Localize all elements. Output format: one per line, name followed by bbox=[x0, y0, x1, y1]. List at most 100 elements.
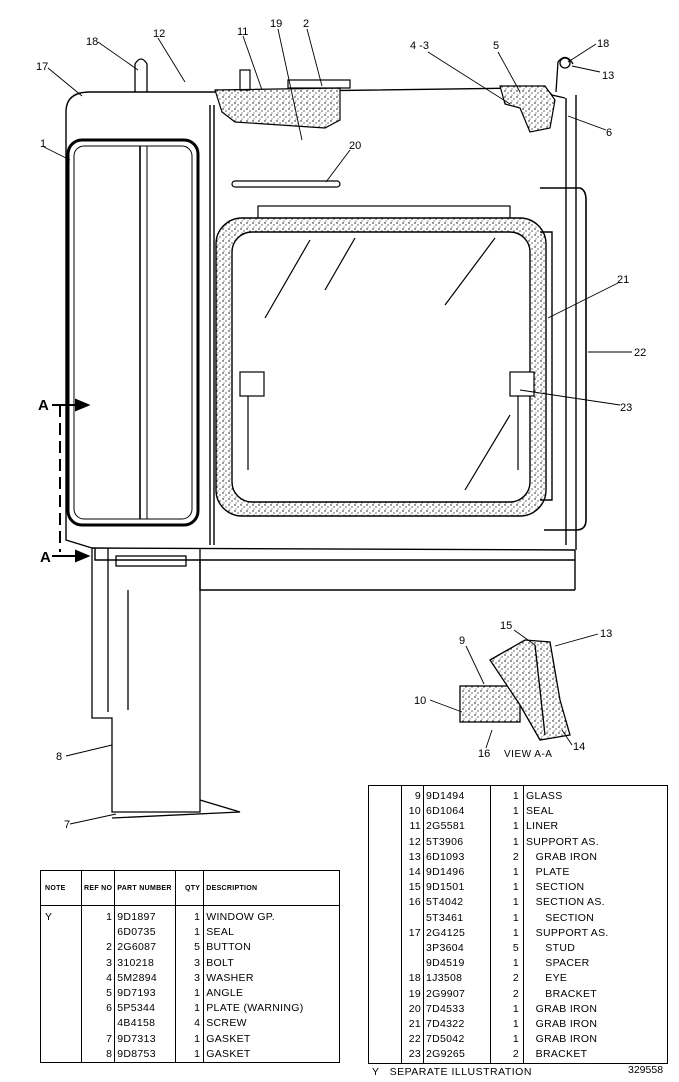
roof-plate bbox=[287, 79, 351, 89]
separate-illustration-note: Y SEPARATE ILLUSTRATION bbox=[372, 1066, 532, 1078]
callout-1: 1 bbox=[40, 138, 46, 150]
section-line-a-a bbox=[52, 398, 91, 563]
cell-qty: 1 bbox=[490, 880, 524, 896]
callout-2: 2 bbox=[303, 18, 309, 30]
cell-note bbox=[368, 849, 402, 866]
cell-ref bbox=[401, 941, 424, 957]
callout-6: 6 bbox=[606, 127, 612, 139]
cell-desc: WINDOW GP. bbox=[203, 905, 340, 926]
callout-20: 20 bbox=[349, 140, 361, 152]
cell-qty: 3 bbox=[175, 955, 205, 971]
callout-8: 8 bbox=[56, 751, 62, 763]
cell-ref: 7 bbox=[80, 1031, 116, 1047]
cell-part: 9D1897 bbox=[114, 905, 177, 926]
grab-iron-21 bbox=[540, 231, 553, 501]
cell-ref: 3 bbox=[80, 955, 116, 971]
cell-ref: 18 bbox=[401, 971, 424, 987]
cell-qty: 1 bbox=[490, 956, 524, 972]
cell-desc: GLASS bbox=[523, 785, 668, 805]
cell-ref bbox=[80, 1016, 116, 1032]
callout-23: 23 bbox=[620, 402, 632, 414]
cell-desc: SPACER bbox=[523, 956, 668, 972]
cell-part: 2G4125 bbox=[423, 925, 491, 942]
callout-9: 9 bbox=[459, 635, 465, 647]
cell-qty: 1 bbox=[490, 804, 524, 820]
cell-note bbox=[368, 1017, 402, 1033]
cell-ref: 13 bbox=[401, 849, 424, 866]
cell-note bbox=[368, 895, 402, 911]
cell-desc: GRAB IRON bbox=[523, 1032, 668, 1048]
cell-desc: BUTTON bbox=[203, 940, 340, 956]
parts-list-left: NOTE REF NO PART NUMBER QTY DESCRIPTION … bbox=[40, 870, 340, 1064]
cell-desc: LINER bbox=[523, 819, 668, 835]
callout-21: 21 bbox=[617, 274, 629, 286]
cell-part: 9D7313 bbox=[114, 1031, 177, 1047]
cell-qty: 4 bbox=[175, 1016, 205, 1032]
cell-desc: SUPPORT AS. bbox=[523, 925, 668, 942]
cell-qty: 2 bbox=[490, 1047, 524, 1064]
cell-qty: 1 bbox=[490, 1001, 524, 1018]
section-mark-a-bottom: A bbox=[40, 549, 51, 566]
cell-qty: 1 bbox=[175, 1001, 205, 1017]
cell-desc: SUPPORT AS. bbox=[523, 834, 668, 850]
cell-desc: GRAB IRON bbox=[523, 1001, 668, 1018]
cell-note bbox=[368, 1047, 402, 1064]
header-ref-no: REF NO bbox=[80, 870, 116, 906]
cell-ref: 20 bbox=[401, 1001, 424, 1018]
cell-note bbox=[368, 910, 402, 926]
cell-part: 1J3508 bbox=[423, 971, 491, 987]
cell-desc: WASHER bbox=[203, 970, 340, 987]
cell-note bbox=[368, 804, 402, 820]
cell-part: 2G5581 bbox=[423, 819, 491, 835]
cell-ref: 14 bbox=[401, 865, 424, 881]
cell-qty: 1 bbox=[490, 834, 524, 850]
roof-corner-section bbox=[499, 85, 556, 133]
cell-note bbox=[368, 986, 402, 1002]
cell-ref: 22 bbox=[401, 1032, 424, 1048]
cell-note bbox=[368, 941, 402, 957]
view-a-a-detail bbox=[459, 639, 571, 741]
cell-part: 5P5344 bbox=[114, 1001, 177, 1017]
cell-ref: 9 bbox=[401, 785, 424, 805]
cell-desc: GRAB IRON bbox=[523, 1017, 668, 1033]
roof-button bbox=[239, 69, 251, 91]
cell-part: 5T3906 bbox=[423, 834, 491, 850]
cell-part: 3P3604 bbox=[423, 941, 491, 957]
cell-part: 5M2894 bbox=[114, 970, 177, 987]
cell-ref bbox=[401, 910, 424, 926]
cell-desc: SEAL bbox=[523, 804, 668, 820]
cell-desc: PLATE bbox=[523, 865, 668, 881]
callout-19: 19 bbox=[270, 18, 282, 30]
door-window bbox=[66, 138, 200, 527]
cell-desc: GRAB IRON bbox=[523, 849, 668, 866]
cell-ref: 16 bbox=[401, 895, 424, 911]
cell-note bbox=[40, 1001, 82, 1017]
cell-ref: 17 bbox=[401, 925, 424, 942]
cell-qty: 1 bbox=[175, 905, 205, 926]
callout-16: 16 bbox=[478, 748, 490, 760]
cell-ref: 2 bbox=[80, 940, 116, 956]
cell-ref: 21 bbox=[401, 1017, 424, 1033]
section-mark-a-top: A bbox=[38, 397, 49, 414]
cell-part: 9D8753 bbox=[114, 1046, 177, 1063]
cell-part: 2G9265 bbox=[423, 1047, 491, 1064]
cell-qty: 2 bbox=[490, 849, 524, 866]
callout-18-left: 18 bbox=[86, 36, 98, 48]
cell-qty: 1 bbox=[175, 925, 205, 941]
leader-lines bbox=[43, 28, 632, 825]
callout-13-top: 13 bbox=[602, 70, 614, 82]
cell-ref: 5 bbox=[80, 986, 116, 1002]
cell-ref: 12 bbox=[401, 834, 424, 850]
cell-part: 9D1494 bbox=[423, 785, 491, 805]
cell-qty: 1 bbox=[490, 865, 524, 881]
